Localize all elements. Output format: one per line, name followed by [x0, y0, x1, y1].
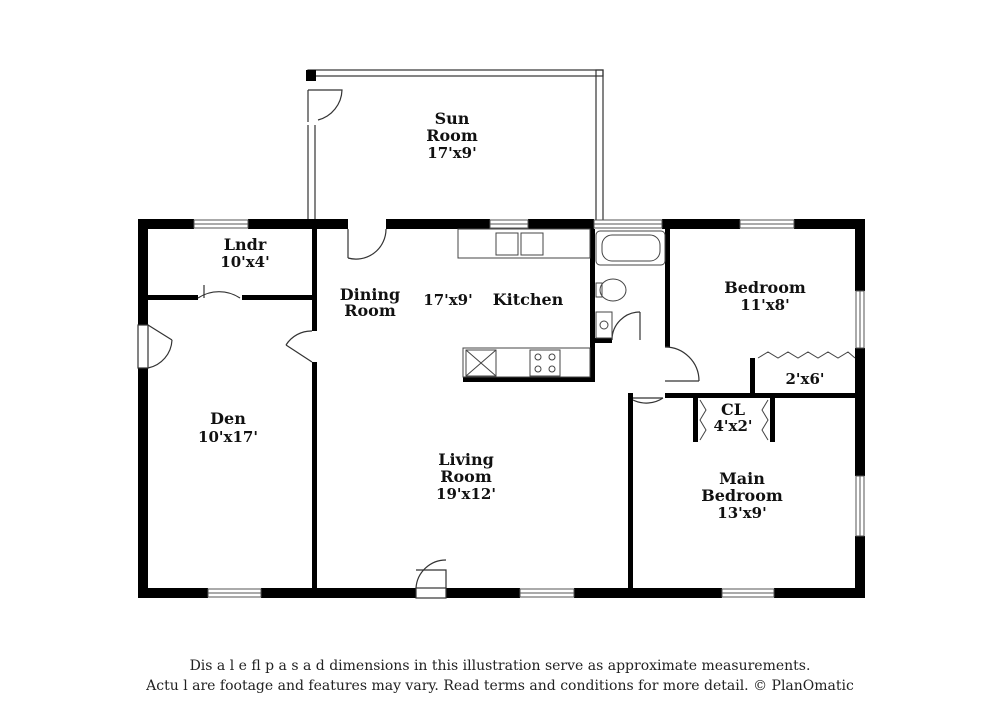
living-room-dims: 19'x12'	[436, 485, 496, 503]
exterior-walls	[138, 219, 865, 598]
sun-room-dims: 17'x9'	[427, 144, 476, 162]
kitchen-fixtures	[457, 228, 591, 378]
interior-walls	[148, 229, 855, 598]
disclaimer-line-1: Dis a l e fl p a s a d dimensions in thi…	[189, 658, 811, 674]
living-room-label: Room	[440, 467, 492, 486]
disclaimer: Dis a l e fl p a s a d dimensions in thi…	[0, 656, 1000, 696]
kitchen-label: Kitchen	[493, 290, 564, 309]
room-labels: Sun Room 17'x9' Lndr 10'x4' Dining Room …	[198, 109, 824, 522]
laundry-dims: 10'x4'	[220, 253, 269, 271]
living-room-label: Living	[438, 450, 494, 469]
closet-dims: 4'x2'	[713, 417, 752, 435]
sun-room-wall-corner	[306, 70, 316, 81]
kitchen-dims: 17'x9'	[423, 291, 472, 309]
doors	[137, 89, 700, 599]
laundry-label: Lndr	[224, 235, 267, 254]
sun-room-label: Room	[426, 126, 478, 145]
bedroom-label: Bedroom	[724, 278, 806, 297]
den-dims: 10'x17'	[198, 428, 258, 446]
dining-label: Dining	[340, 285, 400, 304]
main-bedroom-label: Main	[719, 469, 765, 488]
dining-label: Room	[344, 301, 396, 320]
bedroom-closet-dims: 2'x6'	[785, 370, 824, 388]
bedroom-dims: 11'x8'	[740, 296, 789, 314]
main-bedroom-label: Bedroom	[701, 486, 783, 505]
den-label: Den	[210, 409, 246, 428]
main-bedroom-dims: 13'x9'	[717, 504, 766, 522]
bathroom-fixtures	[595, 230, 666, 339]
windows	[193, 219, 865, 598]
closet-label: CL	[721, 400, 745, 419]
sun-room-label: Sun	[435, 109, 470, 128]
closet-doors	[699, 351, 856, 441]
disclaimer-line-2: Actu l are footage and features may vary…	[146, 678, 854, 694]
